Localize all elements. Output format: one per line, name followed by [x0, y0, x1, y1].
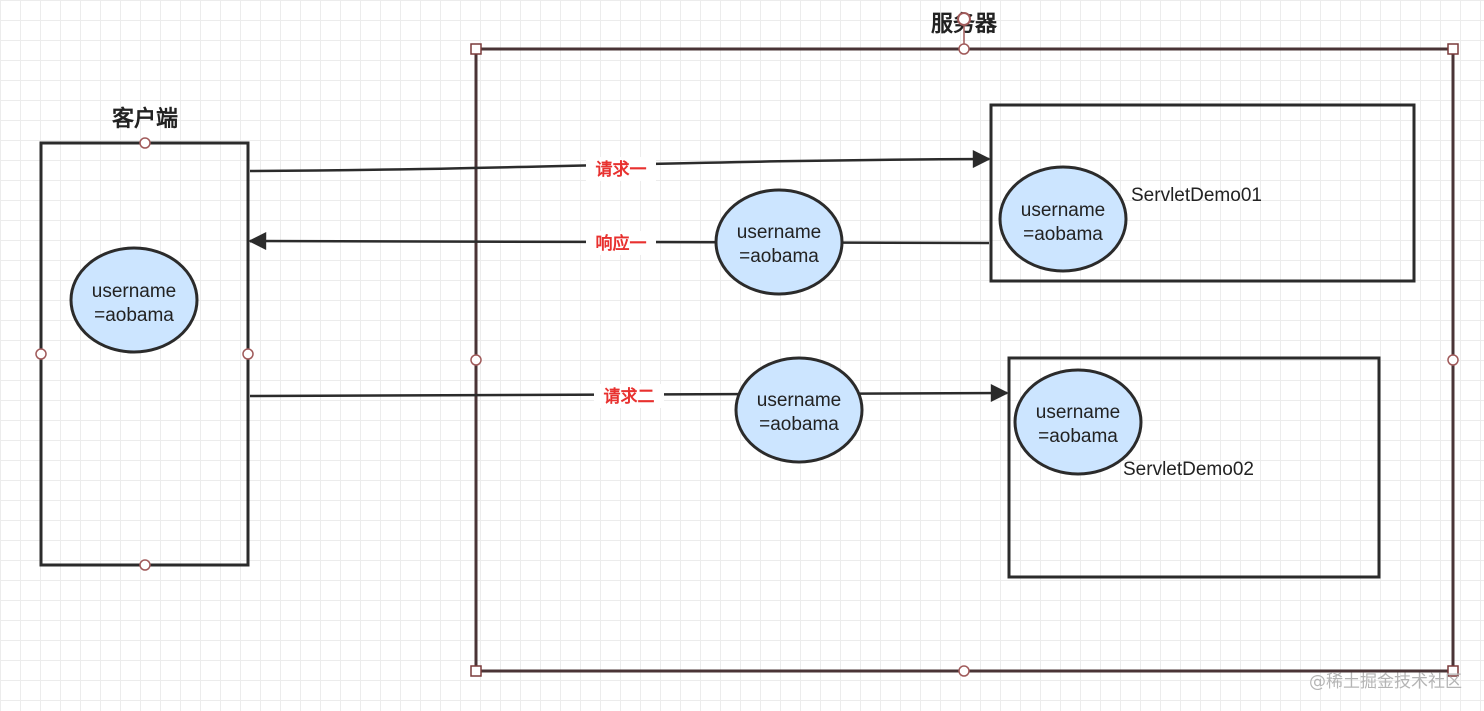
client-connection-point-left[interactable] [35, 348, 47, 360]
servlet-demo01[interactable]: ServletDemo01 username =aobama [989, 103, 1416, 283]
client-connection-point-top[interactable] [139, 137, 151, 149]
request2-edge[interactable]: 请求二 username =aobama [249, 356, 1009, 464]
client-box[interactable] [39, 141, 250, 567]
response1-cookie-line1: username [737, 222, 822, 243]
servlet01-cookie-line2: =aobama [1023, 224, 1103, 245]
servlet02-cookie[interactable]: username =aobama [1013, 368, 1143, 476]
client-connection-point-bottom[interactable] [139, 559, 151, 571]
response1-cookie-line2: =aobama [739, 246, 819, 267]
servlet-demo01-box[interactable] [989, 103, 1416, 283]
client-cookie-line2: =aobama [94, 305, 174, 326]
client-title: 客户端 [112, 106, 178, 132]
response1-label: 响应一 [596, 233, 647, 254]
response1-edge[interactable]: 响应一 username =aobama [248, 188, 990, 296]
server-connection-point-right[interactable] [1447, 354, 1459, 366]
server-connection-point-top[interactable] [958, 43, 970, 55]
client-cookie-line1: username [92, 281, 177, 302]
response1-label-bg [586, 231, 656, 255]
servlet02-cookie-ellipse[interactable] [1013, 368, 1143, 476]
servlet01-cookie-ellipse[interactable] [998, 165, 1128, 273]
server-rotate-handle[interactable] [957, 12, 971, 26]
response1-cookie-ellipse[interactable] [714, 188, 844, 296]
request2-cookie[interactable]: username =aobama [734, 356, 864, 464]
client-connection-point-right[interactable] [242, 348, 254, 360]
client-cookie[interactable]: username =aobama [69, 246, 199, 354]
server-resize-handle-br[interactable] [1447, 665, 1459, 677]
client-cookie-ellipse[interactable] [69, 246, 199, 354]
servlet02-cookie-line2: =aobama [1038, 426, 1118, 447]
server-resize-handle-tl[interactable] [470, 43, 482, 55]
servlet-demo02-box[interactable] [1007, 356, 1381, 579]
request1-label-bg [586, 157, 656, 181]
server-resize-handle-tr[interactable] [1447, 43, 1459, 55]
server-connection-point-left[interactable] [470, 354, 482, 366]
request2-cookie-ellipse[interactable] [734, 356, 864, 464]
response1-cookie[interactable]: username =aobama [714, 188, 844, 296]
request2-label-bg [594, 384, 664, 408]
request1-label: 请求一 [596, 159, 647, 180]
servlet-demo01-label: ServletDemo01 [1131, 185, 1262, 206]
servlet01-cookie-line1: username [1021, 200, 1106, 221]
request2-label: 请求二 [604, 386, 655, 407]
server-resize-handle-bl[interactable] [470, 665, 482, 677]
servlet-demo02-label: ServletDemo02 [1123, 459, 1254, 480]
servlet02-cookie-line1: username [1036, 402, 1121, 423]
servlet-demo02[interactable]: ServletDemo02 username =aobama [1007, 356, 1381, 579]
server-container[interactable]: 服务器 [470, 12, 1459, 677]
request2-cookie-line2: =aobama [759, 414, 839, 435]
servlet01-cookie[interactable]: username =aobama [998, 165, 1128, 273]
request1-edge[interactable]: 请求一 [249, 150, 991, 181]
server-connection-point-bottom[interactable] [958, 665, 970, 677]
client-container[interactable]: 客户端 username =aobama [35, 106, 254, 571]
request2-cookie-line1: username [757, 390, 842, 411]
watermark: @稀土掘金技术社区 [1309, 672, 1462, 692]
